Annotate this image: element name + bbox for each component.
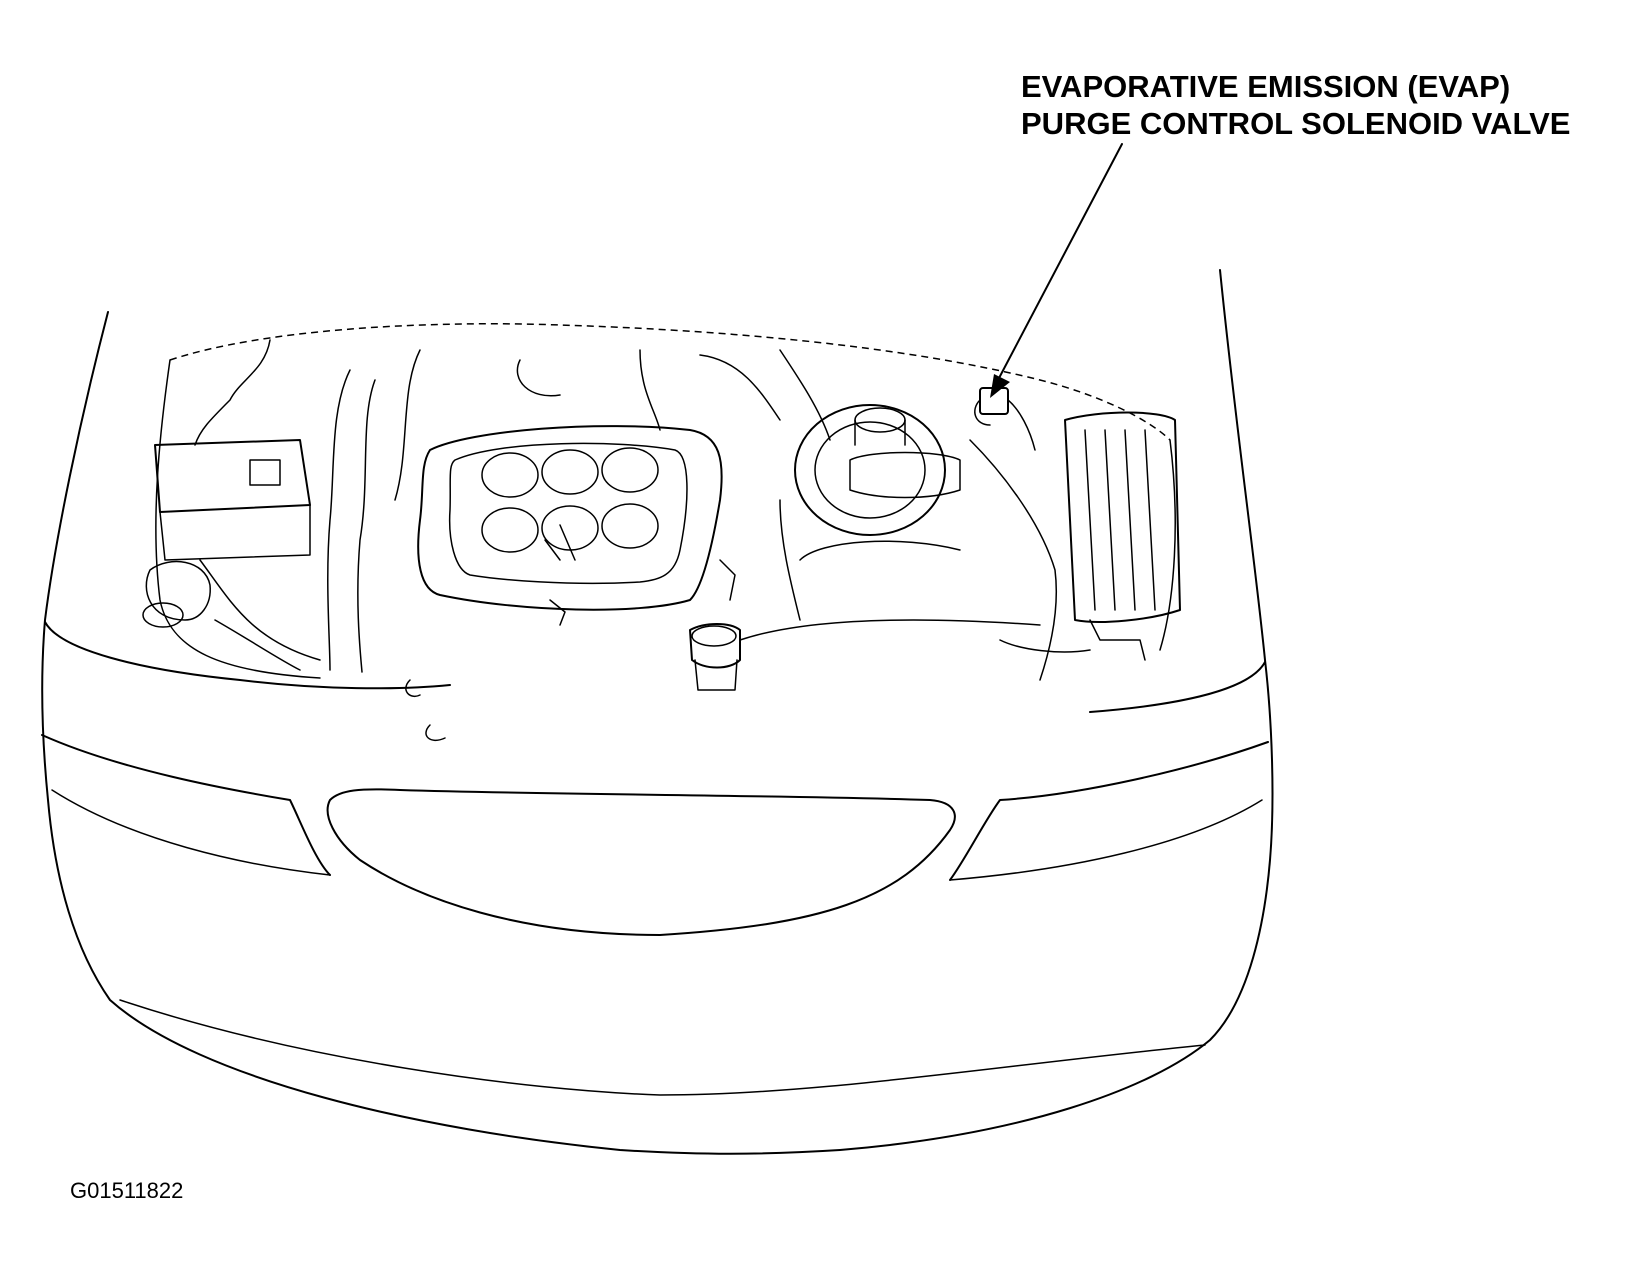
callout-leader-arrow [990, 143, 1123, 398]
left-wiring [194, 339, 421, 673]
intake-manifold [417, 425, 723, 611]
brake-booster [779, 404, 961, 621]
car-body-outline [41, 269, 1274, 1155]
top-hoses [516, 349, 831, 441]
fuse-box [1064, 411, 1181, 623]
right-components [969, 439, 1146, 681]
callout-label-line-1: EVAPORATIVE EMISSION (EVAP) [1021, 69, 1510, 104]
callout-label-line-2: PURGE CONTROL SOLENOID VALVE [1021, 106, 1570, 141]
figure-id: G01511822 [70, 1178, 183, 1203]
egr-valve [405, 559, 1041, 742]
evap-solenoid-valve [974, 387, 1036, 451]
battery-box [142, 439, 321, 661]
engine-bay-outline [155, 323, 1176, 679]
